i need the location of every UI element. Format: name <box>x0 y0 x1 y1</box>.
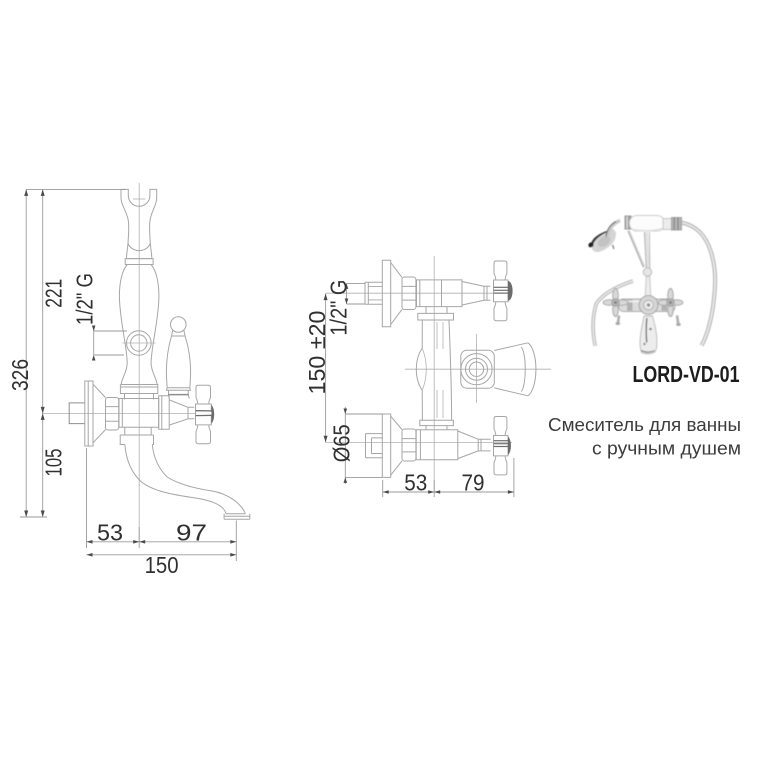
svg-text:97: 97 <box>176 520 207 546</box>
svg-text:53: 53 <box>97 520 123 546</box>
svg-text:LORD-VD-01: LORD-VD-01 <box>633 361 740 387</box>
svg-text:1/2" G: 1/2" G <box>71 273 97 325</box>
svg-text:1/2" G: 1/2" G <box>326 280 352 336</box>
svg-text:150 ±20: 150 ±20 <box>304 311 330 395</box>
svg-text:150: 150 <box>145 552 179 578</box>
svg-text:79: 79 <box>462 470 485 496</box>
svg-text:221: 221 <box>40 279 66 308</box>
svg-text:105: 105 <box>41 449 67 477</box>
svg-text:53: 53 <box>404 470 427 496</box>
svg-text:Смеситель для ванны: Смеситель для ванны <box>548 415 741 435</box>
svg-text:326: 326 <box>7 359 33 391</box>
svg-text:Ø65: Ø65 <box>328 424 354 462</box>
svg-text:с ручным душем: с ручным душем <box>592 439 741 459</box>
